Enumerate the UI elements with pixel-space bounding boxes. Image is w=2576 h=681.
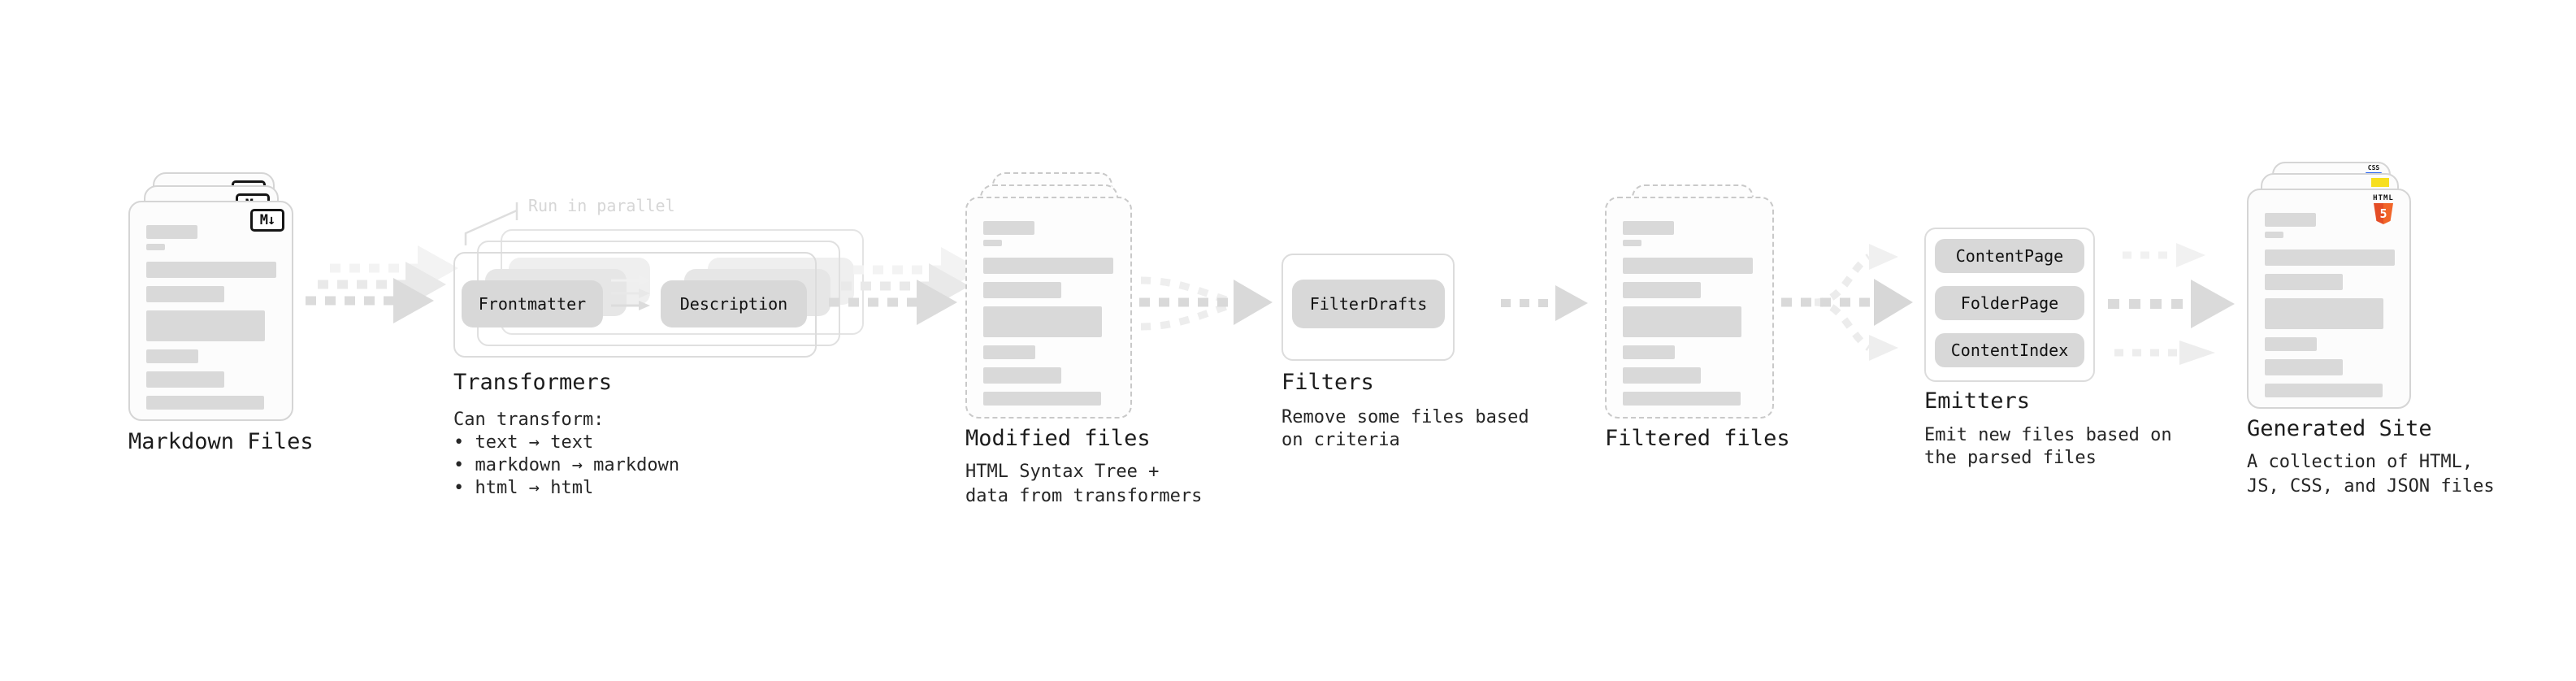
content-line-bar xyxy=(146,286,224,302)
content-line-bar xyxy=(146,371,224,388)
content-line-bar xyxy=(146,349,198,363)
filters-description-line: Remove some files based xyxy=(1281,407,1529,427)
modified-files-label: Modified files xyxy=(965,426,1151,451)
transformers-description: Can transform: • text → text • markdown … xyxy=(453,409,679,500)
content-line-bar xyxy=(2265,249,2395,266)
content-line-bar xyxy=(146,396,264,410)
html5-icon-label: HTML xyxy=(2373,194,2394,202)
content-line-bar xyxy=(2265,359,2343,375)
parallel-step-arrows-icon xyxy=(611,275,650,310)
content-line-bar xyxy=(1623,367,1701,384)
arrow-modified-to-filters-merge-icon xyxy=(1139,276,1273,331)
generated-site-description: A collection of HTML, JS, CSS, and JSON … xyxy=(2247,450,2495,499)
emitter-step-contentpage: ContentPage xyxy=(1935,239,2084,273)
file-content-placeholder xyxy=(1623,221,1753,406)
content-line-bar xyxy=(2265,337,2317,351)
markdown-icon: M↓ xyxy=(250,209,284,232)
filtered-files-label: Filtered files xyxy=(1605,426,1790,451)
emitters-description-line: the parsed files xyxy=(1924,448,2097,468)
emitters-description-line: Emit new files based on xyxy=(1924,425,2172,445)
capability-item: • markdown → markdown xyxy=(453,455,680,475)
transformers-description-title: Can transform: xyxy=(453,410,605,430)
capability-item: • text → text xyxy=(453,432,594,453)
content-line-bar xyxy=(1623,306,1741,337)
generated-site-label: Generated Site xyxy=(2247,416,2432,441)
arrow-filtered-to-emitters-diverge-icon xyxy=(1781,244,1913,361)
emitters-description: Emit new files based on the parsed files xyxy=(1924,424,2172,470)
filters-description: Remove some files based on criteria xyxy=(1281,406,1529,452)
transformers-label: Transformers xyxy=(453,370,613,395)
emitters-box xyxy=(1924,228,2095,382)
content-line-bar xyxy=(983,282,1061,298)
emitter-step-folderpage: FolderPage xyxy=(1935,286,2084,320)
content-line-bar xyxy=(983,345,1035,359)
transformer-step-frontmatter: Frontmatter xyxy=(462,280,603,327)
transformer-step-description: Description xyxy=(661,280,807,327)
file-content-placeholder xyxy=(2265,213,2395,397)
content-line-bar xyxy=(983,221,1034,235)
file-content-placeholder xyxy=(146,225,276,410)
modified-files-description-line: HTML Syntax Tree + xyxy=(965,462,1160,482)
arrow-markdown-to-transformers-icon xyxy=(306,278,434,323)
emitters-label: Emitters xyxy=(1924,388,2031,414)
content-line-bar xyxy=(2265,232,2283,238)
content-line-bar xyxy=(983,367,1061,384)
arrow-filters-to-filtered-icon xyxy=(1501,285,1588,321)
content-line-bar xyxy=(983,306,1102,337)
transformer-box-front xyxy=(453,252,817,358)
filters-label: Filters xyxy=(1281,370,1374,395)
modified-files-description: HTML Syntax Tree + data from transformer… xyxy=(965,460,1202,509)
generated-site-description-line: JS, CSS, and JSON files xyxy=(2247,476,2495,497)
content-line-bar xyxy=(1623,221,1674,235)
content-line-bar xyxy=(983,240,1002,246)
content-line-bar xyxy=(2265,213,2316,227)
content-line-bar xyxy=(2265,298,2383,329)
generated-site-description-line: A collection of HTML, xyxy=(2247,452,2474,472)
javascript-icon xyxy=(2371,178,2389,187)
modified-file-card-front xyxy=(965,197,1132,419)
filtered-file-card-front xyxy=(1605,197,1774,419)
arrow-emitters-to-site-bottom-icon xyxy=(2114,340,2215,365)
content-line-bar xyxy=(1623,345,1675,359)
content-line-bar xyxy=(2265,274,2343,290)
filters-box xyxy=(1281,254,1455,361)
markdown-files-label: Markdown Files xyxy=(128,429,314,454)
content-line-bar xyxy=(146,244,165,250)
markdown-file-card-front: M↓ xyxy=(128,201,293,421)
arrow-emitters-to-site-top-icon xyxy=(2123,243,2205,267)
content-line-bar xyxy=(983,392,1101,406)
content-line-bar xyxy=(146,225,197,239)
capability-item: • html → html xyxy=(453,478,594,498)
html5-icon-shield: 5 xyxy=(2374,203,2393,224)
content-line-bar xyxy=(1623,258,1753,274)
content-line-bar xyxy=(2265,384,2383,397)
site-file-card-html: HTML 5 xyxy=(2247,189,2411,409)
content-line-bar xyxy=(1623,240,1641,246)
content-line-bar xyxy=(146,310,265,341)
filter-step-filterdrafts: FilterDrafts xyxy=(1292,280,1445,328)
file-content-placeholder xyxy=(983,221,1113,406)
content-line-bar xyxy=(1623,392,1741,406)
content-line-bar xyxy=(1623,282,1701,298)
css-icon-label: CSS xyxy=(2367,164,2380,171)
arrow-transformers-to-modified-icon xyxy=(829,280,957,325)
modified-files-description-line: data from transformers xyxy=(965,486,1203,506)
content-line-bar xyxy=(146,262,276,278)
run-in-parallel-annotation: Run in parallel xyxy=(528,196,675,215)
emitter-step-contentindex: ContentIndex xyxy=(1935,333,2084,367)
arrow-emitters-to-site-middle-icon xyxy=(2108,280,2235,328)
html5-icon: HTML 5 xyxy=(2366,194,2401,224)
content-line-bar xyxy=(983,258,1113,274)
filters-description-line: on criteria xyxy=(1281,430,1400,450)
run-in-parallel-leader-line-icon xyxy=(464,202,518,245)
